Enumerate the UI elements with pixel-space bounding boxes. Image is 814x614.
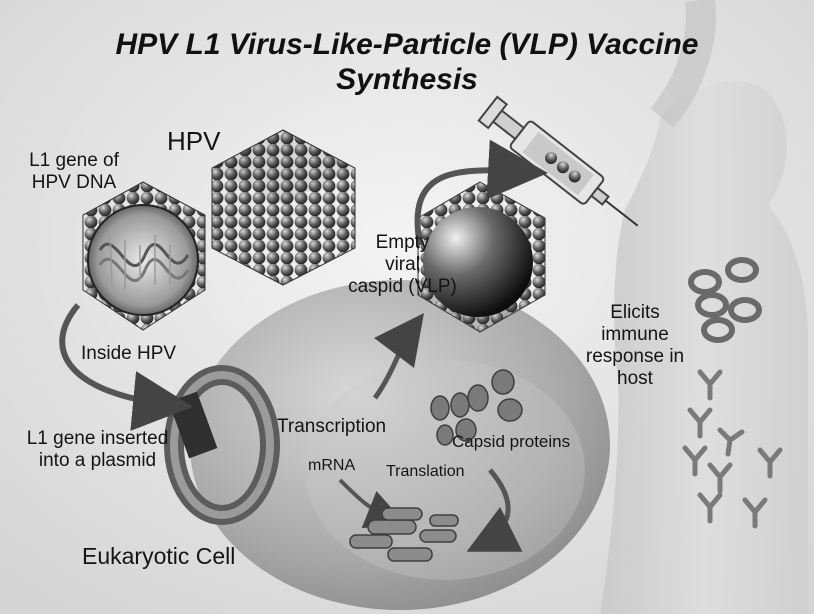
- empty-capsid-line3: caspid (VLP): [345, 276, 460, 298]
- l1-gene-line2: HPV DNA: [18, 172, 130, 194]
- immune-response-label: Elicits immune response in host: [585, 302, 685, 389]
- immune-line4: host: [585, 368, 685, 390]
- eukaryotic-cell-label: Eukaryotic Cell: [82, 543, 235, 569]
- immune-line3: response in: [585, 346, 685, 368]
- capsid-proteins-label: Capsid proteins: [452, 432, 570, 452]
- l1-gene-line1: L1 gene of: [18, 150, 130, 172]
- plasmid-line2: into a plasmid: [20, 450, 175, 472]
- inside-hpv-label: Inside HPV: [81, 343, 176, 365]
- plasmid-line1: L1 gene inserted: [20, 428, 175, 450]
- transcription-label: Transcription: [277, 416, 386, 438]
- mrna-label: mRNA: [308, 457, 355, 475]
- hpv-label: HPV: [167, 127, 220, 157]
- l1-gene-label: L1 gene of HPV DNA: [18, 150, 130, 194]
- plasmid-label: L1 gene inserted into a plasmid: [20, 428, 175, 472]
- empty-capsid-line2: viral: [345, 254, 460, 276]
- empty-capsid-line1: Empty: [345, 232, 460, 254]
- diagram-title-line1: HPV L1 Virus-Like-Particle (VLP) Vaccine: [40, 28, 774, 61]
- empty-capsid-label: Empty viral caspid (VLP): [345, 232, 460, 298]
- immune-line1: Elicits: [585, 302, 685, 324]
- translation-label: Translation: [386, 463, 465, 481]
- immune-line2: immune: [585, 324, 685, 346]
- diagram-title-line2: Synthesis: [40, 63, 774, 96]
